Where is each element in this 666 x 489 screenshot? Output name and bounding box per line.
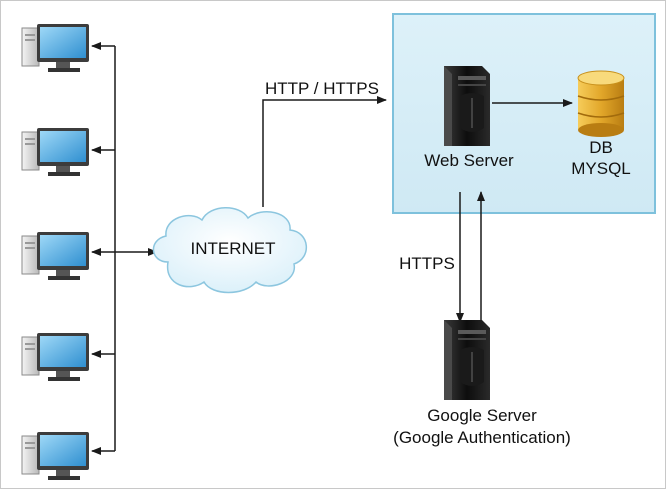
client-computer-4 xyxy=(21,332,90,382)
web-server-icon xyxy=(443,65,491,147)
mysql-label: MYSQL xyxy=(571,159,631,178)
client-computer-2 xyxy=(21,127,90,177)
google-server-icon xyxy=(443,319,491,401)
https-label: HTTPS xyxy=(399,254,455,273)
google-server-label: Google Server xyxy=(427,406,537,425)
client-computer-5 xyxy=(21,431,90,481)
internet-cloud-icon xyxy=(152,207,308,294)
arrow-internet-to-webserver xyxy=(262,96,387,207)
http-https-label: HTTP / HTTPS xyxy=(265,79,379,98)
google-auth-label: (Google Authentication) xyxy=(393,428,571,447)
client-computer-3 xyxy=(21,231,90,281)
database-icon xyxy=(577,70,625,137)
db-label: DB xyxy=(589,138,613,157)
client-computer-1 xyxy=(21,23,90,73)
internet-label: INTERNET xyxy=(191,239,276,258)
web-server-label: Web Server xyxy=(424,151,514,170)
